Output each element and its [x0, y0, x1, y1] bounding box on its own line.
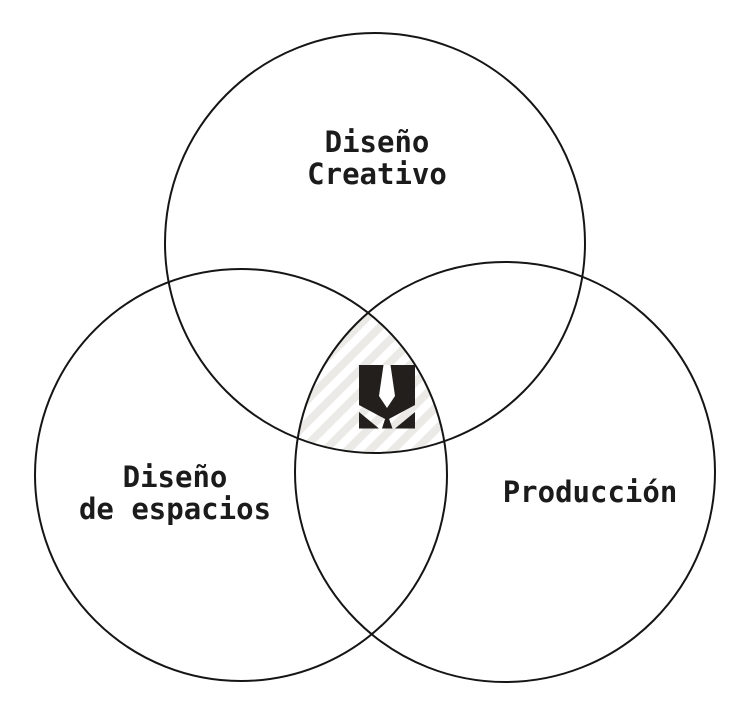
circle-diseno-de-espacios [34, 268, 448, 682]
label-line: Producción [502, 475, 678, 509]
label-diseno-de-espacios: Diseño de espacios [25, 461, 325, 525]
label-diseno-creativo: Diseño Creativo [227, 126, 527, 190]
circle-diseno-creativo [164, 32, 586, 454]
circle-produccion [294, 261, 716, 683]
label-line: de espacios [78, 492, 272, 526]
label-line: Diseño [122, 460, 228, 494]
brand-logo-icon [359, 365, 415, 429]
label-line: Creativo [307, 157, 447, 191]
label-line: Diseño [324, 125, 430, 159]
label-produccion: Producción [440, 476, 740, 508]
